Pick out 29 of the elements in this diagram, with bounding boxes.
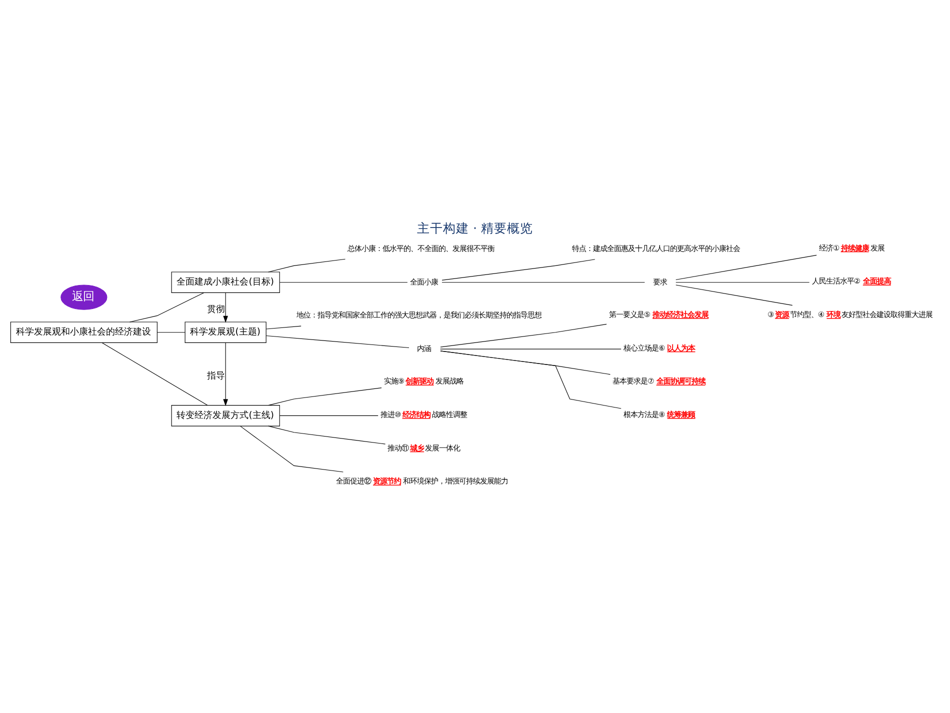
connector <box>440 324 607 348</box>
connector <box>240 426 344 472</box>
diagram-title: 主干构建 · 精要概览 <box>416 220 534 236</box>
node-ellipse: 返回 <box>60 284 108 310</box>
connector <box>440 348 622 350</box>
connector <box>268 426 386 444</box>
connector <box>156 332 186 333</box>
connector <box>266 326 302 330</box>
connector <box>102 342 208 406</box>
connector <box>676 284 793 306</box>
connector <box>440 350 622 409</box>
edge-label: 指导 <box>207 370 226 382</box>
connector <box>129 292 204 322</box>
connector <box>268 388 382 406</box>
node-box: 科学发展观(主题) <box>184 322 266 343</box>
node-box: 转变经济发展方式(主线) <box>171 405 280 426</box>
connector <box>279 415 378 416</box>
arrow <box>223 342 228 406</box>
connector <box>442 259 596 280</box>
arrow <box>223 292 228 323</box>
connector <box>442 282 645 283</box>
edge-label: 贯彻 <box>207 304 226 315</box>
connector <box>266 335 410 348</box>
connector <box>268 258 346 272</box>
connector <box>676 282 810 283</box>
connector <box>676 254 817 280</box>
connector <box>279 282 408 283</box>
node-box: 全面建成小康社会(目标) <box>171 272 280 293</box>
node-box: 科学发展观和小康社会的经济建设 <box>10 322 158 343</box>
